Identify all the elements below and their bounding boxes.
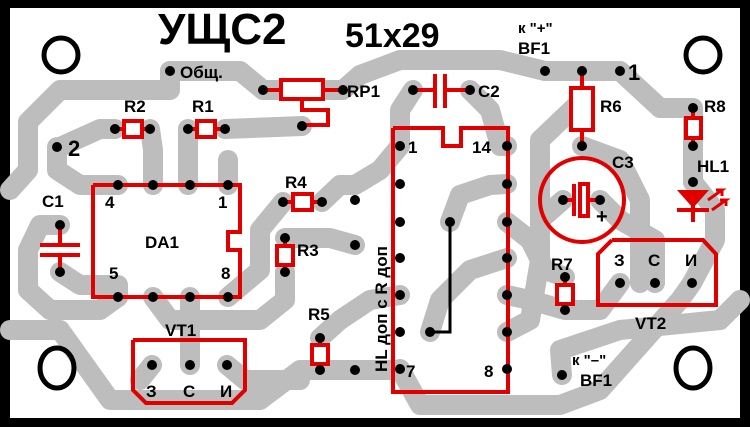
ic-pin-1: 1 (408, 138, 417, 157)
vt1-pin-source: И (220, 382, 232, 401)
da1-pin-8: 8 (221, 264, 230, 283)
mounting-hole (673, 345, 713, 391)
r1-body (195, 119, 217, 139)
vt2-outline (596, 238, 718, 307)
rp1-body (279, 78, 325, 101)
vt1-pin-drain: С (183, 382, 195, 401)
mounting-hole (37, 345, 77, 391)
vt2-pin-drain: С (648, 251, 660, 270)
ic-pin-7: 7 (406, 362, 415, 381)
label-r8: R8 (704, 97, 726, 116)
r2-body (122, 119, 144, 139)
vt2-pin-gate: З (614, 251, 625, 270)
da1-pin-4: 4 (105, 193, 115, 212)
label-hl1: HL1 (697, 157, 729, 176)
label-vt2: VT2 (635, 314, 666, 333)
pads (52, 66, 698, 380)
vt1-outline (131, 338, 247, 405)
label-r2: R2 (124, 97, 146, 116)
component-outlines (40, 71, 731, 405)
label-r3: R3 (297, 241, 319, 260)
label-r6: R6 (600, 97, 622, 116)
label-r1: R1 (192, 97, 214, 116)
board-size: 51x29 (345, 17, 440, 55)
label-minus-2: BF1 (580, 371, 612, 390)
label-c2: C2 (478, 82, 500, 101)
ic-pin-8: 8 (484, 362, 493, 381)
label-common: Общ. (180, 63, 223, 82)
label-point-2: 2 (68, 136, 80, 161)
label-c1: C1 (42, 192, 64, 211)
c3-outline (538, 156, 626, 244)
label-r4: R4 (285, 173, 307, 192)
label-r7: R7 (551, 255, 573, 274)
da1-pin-5: 5 (109, 264, 118, 283)
label-hl-note: HL доп с R доп (372, 246, 391, 372)
label-da1: DA1 (145, 233, 179, 252)
da1-pin-1: 1 (218, 193, 227, 212)
ic-outline (391, 126, 510, 394)
vt2-pin-source: И (685, 251, 697, 270)
label-vt1: VT1 (165, 321, 196, 340)
r6-body (569, 86, 595, 132)
r7-body (555, 283, 575, 306)
label-c3-plus: + (596, 206, 608, 228)
r5-body (310, 343, 330, 366)
label-minus-1: к "–" (572, 352, 606, 369)
label-rp1: RP1 (347, 82, 380, 101)
label-plus-1: к "+" (518, 20, 553, 37)
board-title: УЩС2 (158, 5, 286, 54)
da1-outline (91, 183, 242, 299)
led-symbol (677, 190, 709, 208)
r4-body (291, 192, 314, 212)
label-c3: C3 (612, 153, 634, 172)
label-r5: R5 (308, 305, 330, 324)
mounting-hole (41, 35, 81, 75)
mounting-holes (37, 35, 723, 391)
label-plus-2: BF1 (518, 39, 550, 58)
r3-body (275, 244, 295, 267)
r8-body (684, 116, 703, 140)
label-point-1: 1 (628, 60, 640, 85)
vt1-pin-gate: З (146, 382, 157, 401)
mounting-hole (683, 35, 723, 75)
copper-traces (0, 50, 750, 415)
ic-pin-14: 14 (472, 138, 491, 157)
silkscreen-labels: Общ. к "+" BF1 1 2 RP1 C2 R2 R1 R6 R8 C3… (42, 20, 729, 401)
jumper-wire (430, 222, 452, 334)
